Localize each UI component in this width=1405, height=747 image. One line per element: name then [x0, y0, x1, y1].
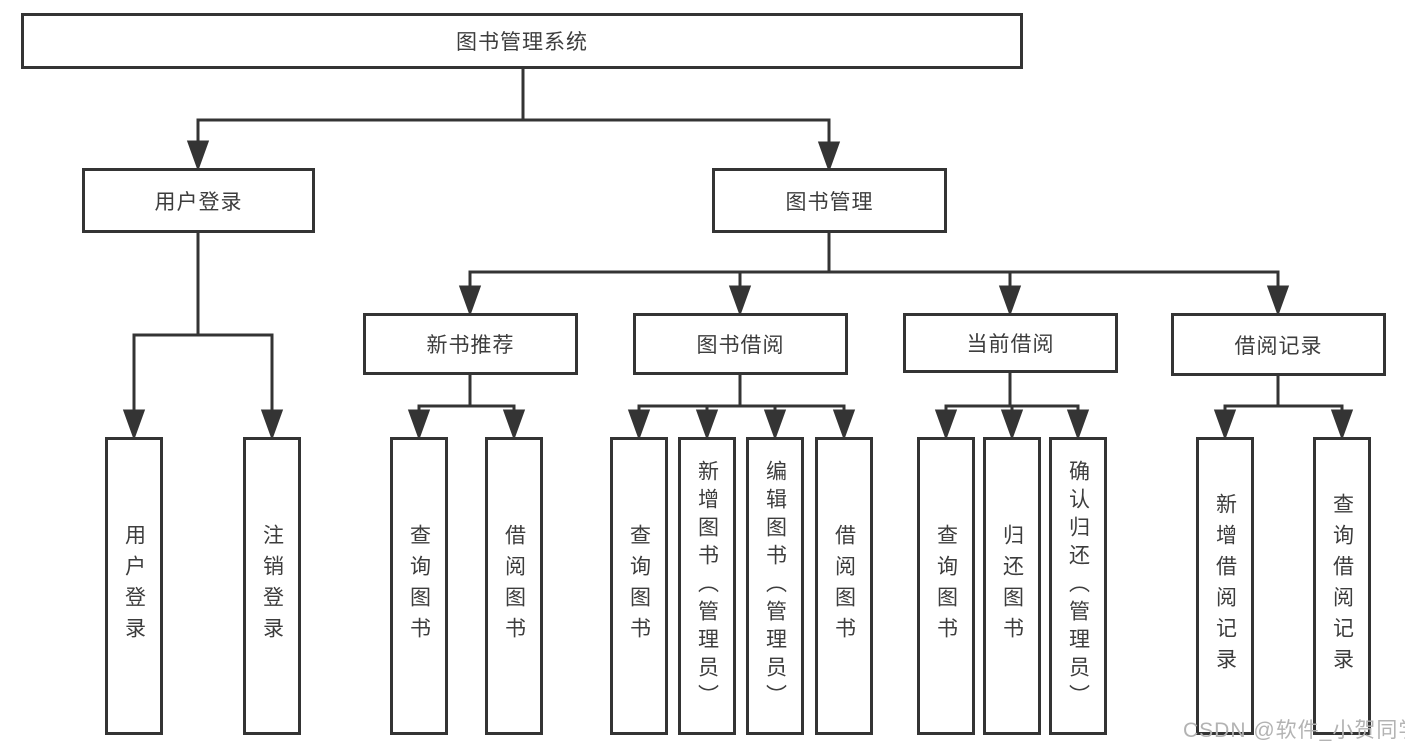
node-label: 归还图书 — [1000, 524, 1024, 648]
node-user-login: 用户登录 — [82, 168, 315, 233]
node-label: 新书推荐 — [426, 334, 515, 357]
node-label: 借阅记录 — [1234, 334, 1323, 358]
node-label: 当前借阅 — [966, 333, 1055, 356]
node-label: 图书管理 — [785, 190, 874, 214]
node-new-book-recommend: 新书推荐 — [363, 313, 578, 375]
node-label: 查询图书 — [627, 524, 651, 648]
leaf-logout: 注销登录 — [243, 437, 301, 735]
node-label: 借阅图书 — [502, 524, 526, 648]
node-label: 图书管理系统 — [456, 31, 588, 54]
node-label: 查询图书 — [934, 524, 958, 648]
node-label: 查询图书 — [407, 524, 431, 648]
leaf-confirm-return-admin: 确认归还（管理员） — [1049, 437, 1107, 735]
node-label: 新增图书（管理员） — [695, 460, 719, 712]
leaf-query-books-borrow: 查询图书 — [610, 437, 668, 735]
node-library-system: 图书管理系统 — [21, 13, 1023, 69]
node-book-borrow: 图书借阅 — [633, 313, 848, 375]
node-label: 用户登录 — [122, 524, 146, 648]
csdn-watermark: CSDN @软件_小贺同学 — [1183, 719, 1405, 742]
node-label: 查询借阅记录 — [1330, 493, 1354, 679]
node-label: 用户登录 — [154, 190, 243, 214]
leaf-borrow-books-recommend: 借阅图书 — [485, 437, 543, 735]
node-label: 借阅图书 — [832, 524, 856, 648]
leaf-borrow-books-borrow: 借阅图书 — [815, 437, 873, 735]
node-borrow-records: 借阅记录 — [1171, 313, 1386, 376]
leaf-query-borrow-record: 查询借阅记录 — [1313, 437, 1371, 735]
leaf-add-book-admin: 新增图书（管理员） — [678, 437, 736, 735]
leaf-add-borrow-record: 新增借阅记录 — [1196, 437, 1254, 735]
leaf-query-books-current: 查询图书 — [917, 437, 975, 735]
leaf-return-books: 归还图书 — [983, 437, 1041, 735]
node-label: 图书借阅 — [696, 334, 785, 357]
leaf-query-books-recommend: 查询图书 — [390, 437, 448, 735]
node-label: 编辑图书（管理员） — [763, 460, 787, 712]
node-label: 新增借阅记录 — [1213, 493, 1237, 679]
leaf-user-login: 用户登录 — [105, 437, 163, 735]
node-current-borrow: 当前借阅 — [903, 313, 1118, 373]
node-book-management: 图书管理 — [712, 168, 947, 233]
node-label: 确认归还（管理员） — [1066, 460, 1090, 712]
node-label: 注销登录 — [260, 524, 284, 648]
leaf-edit-book-admin: 编辑图书（管理员） — [746, 437, 804, 735]
